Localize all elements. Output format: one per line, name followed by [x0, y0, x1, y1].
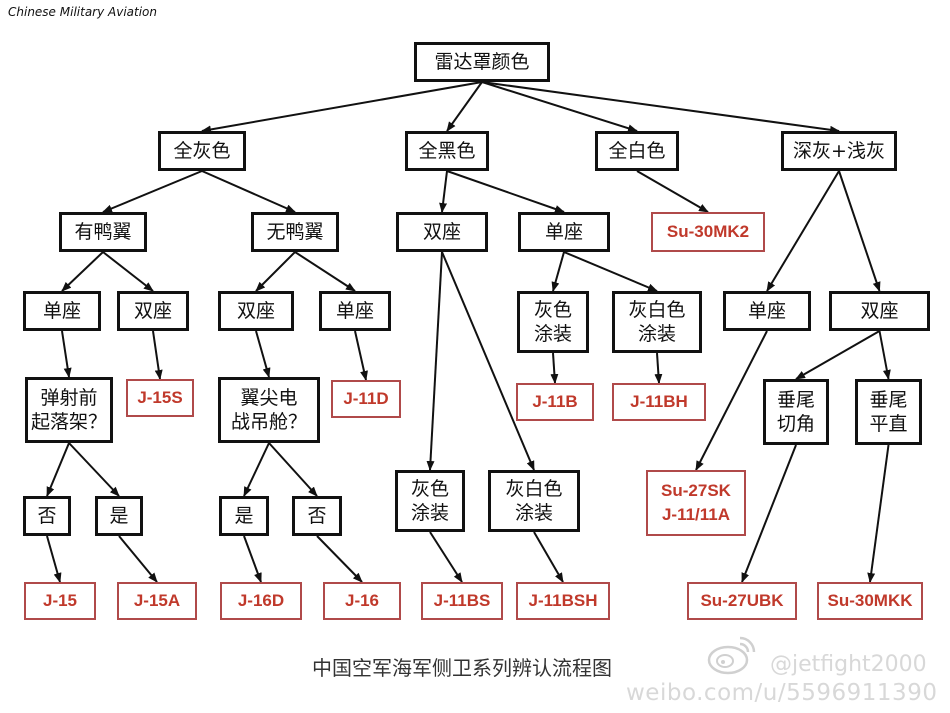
answer-su-30mkk: Su-30MKK	[817, 582, 923, 620]
node-dlg-double-seat: 双座	[829, 291, 930, 331]
answer-j-16: J-16	[323, 582, 401, 620]
connector-arrow-black_double-to-graywhite_paint_bsh	[441, 251, 535, 471]
node-all-white: 全白色	[595, 131, 679, 171]
connector-arrow-yes_1-to-j15a	[118, 535, 158, 583]
node-dlg-single-seat: 单座	[723, 291, 811, 331]
connector-arrow-all_gray-to-no_canard	[201, 170, 296, 213]
connector-arrow-root-to-all_black	[446, 81, 483, 132]
connector-arrow-no_2-to-j16	[316, 535, 363, 583]
connector-arrow-black_single-to-graywhite_paint_bh	[563, 251, 658, 292]
connector-arrow-dlg_double-to-tail_cut	[795, 330, 880, 380]
connector-arrow-no_canard-to-nocanard_single	[294, 251, 356, 292]
header-title: Chinese Military Aviation	[8, 5, 158, 19]
connector-arrow-with_canard-to-canard_single	[61, 251, 104, 292]
node-tail-flat: 垂尾 平直	[855, 379, 922, 445]
node-canard-single-seat: 单座	[23, 291, 101, 331]
node-answer-no: 否	[23, 496, 71, 536]
answer-su-27sk-j-11: Su-27SK J-11/11A	[646, 470, 746, 536]
connector-arrow-gray_paint_b-to-j11b	[550, 352, 559, 384]
watermark-handle: @jetfight2000	[770, 652, 927, 677]
connector-arrow-tail_cut-to-su27ubk	[741, 444, 797, 583]
connector-arrow-nocanard_double-to-wingtip_pod	[255, 330, 271, 378]
node-gray-white-paint: 灰白色 涂装	[612, 291, 702, 353]
node-ejection-gear-question: 弹射前 起落架？	[25, 377, 113, 443]
answer-su-27ubk: Su-27UBK	[687, 582, 797, 620]
connector-arrow-black_double-to-gray_paint_bs	[426, 251, 443, 471]
node-black-single-seat: 单座	[518, 212, 610, 252]
connector-arrow-graywhite_paint_bsh-to-j11bsh	[533, 531, 564, 583]
node-with-canard: 有鸭翼	[59, 212, 147, 252]
answer-j-11b: J-11B	[516, 383, 594, 421]
answer-j-15a: J-15A	[117, 582, 197, 620]
connector-arrow-wingtip_pod-to-yes_2	[243, 442, 270, 497]
connector-arrow-dlg_double-to-tail_flat	[878, 330, 891, 380]
connector-arrow-canard_double-to-j15s	[152, 330, 163, 380]
answer-j-11bh: J-11BH	[612, 383, 706, 421]
weibo-logo-icon	[707, 636, 756, 675]
connector-arrow-tail_flat-to-su30mkk	[867, 444, 890, 583]
connector-arrow-all_black-to-black_single	[446, 170, 565, 213]
connector-arrow-root-to-all_gray	[201, 81, 483, 134]
answer-j-11d: J-11D	[331, 380, 401, 418]
answer-j-11bsh: J-11BSH	[516, 582, 610, 620]
node-wingtip-ew-pod-question: 翼尖电 战吊舱？	[218, 377, 320, 443]
node-canard-double-seat: 双座	[117, 291, 189, 331]
connector-arrow-root-to-all_white	[481, 81, 638, 133]
node-black-double-seat: 双座	[396, 212, 488, 252]
node-answer-yes: 是	[95, 496, 143, 536]
watermark-url: weibo.com/u/5596911390	[626, 680, 938, 706]
connector-arrow-root-to-dark_light_gray	[481, 81, 840, 134]
connector-arrow-wingtip_pod-to-no_2	[268, 442, 318, 497]
connector-arrow-yes_2-to-j16d	[243, 535, 262, 583]
node-gray-paint-double: 灰色 涂装	[395, 470, 465, 532]
node-all-black: 全黑色	[405, 131, 489, 171]
node-all-gray: 全灰色	[158, 131, 246, 171]
answer-j-15: J-15	[24, 582, 96, 620]
connector-arrow-canard_single-to-ejection	[61, 330, 72, 378]
node-tail-cut: 垂尾 切角	[763, 379, 829, 445]
answer-j-15s: J-15S	[126, 379, 194, 417]
root-node-radome-color: 雷达罩颜色	[414, 42, 550, 82]
answer-su-30mk2: Su-30MK2	[651, 212, 765, 252]
node-nocanard-single-seat: 单座	[319, 291, 391, 331]
connector-arrow-black_single-to-gray_paint_b	[551, 251, 565, 292]
connector-arrow-no_1-to-j15	[46, 535, 62, 583]
connector-arrow-ejection-to-yes_1	[68, 442, 120, 497]
connector-arrow-graywhite_paint_bh-to-j11bh	[654, 352, 663, 384]
connector-arrow-no_canard-to-nocanard_double	[255, 251, 296, 292]
connector-arrow-gray_paint_bs-to-j11bs	[429, 531, 463, 583]
connector-arrow-ejection-to-no_1	[46, 442, 70, 497]
node-answer-yes: 是	[219, 496, 269, 536]
answer-j-16d: J-16D	[220, 582, 302, 620]
node-no-canard: 无鸭翼	[251, 212, 339, 252]
node-gray-paint: 灰色 涂装	[517, 291, 589, 353]
node-nocanard-double-seat: 双座	[218, 291, 294, 331]
connector-arrow-nocanard_single-to-j11d	[354, 330, 368, 381]
connector-arrow-all_black-to-black_double	[439, 170, 448, 213]
answer-j-11bs: J-11BS	[421, 582, 503, 620]
connector-arrow-all_white-to-su30mk2	[636, 170, 709, 213]
connector-arrow-dark_light_gray-to-dlg_single	[766, 170, 840, 292]
connector-arrow-all_gray-to-with_canard	[102, 170, 203, 213]
connector-arrow-dlg_single-to-su27sk	[695, 330, 768, 471]
node-gray-white-paint-double: 灰白色 涂装	[488, 470, 580, 532]
connector-arrow-with_canard-to-canard_double	[102, 251, 154, 292]
node-answer-no: 否	[292, 496, 342, 536]
node-dark-light-gray: 深灰+浅灰	[781, 131, 897, 171]
diagram-caption: 中国空军海军侧卫系列辨认流程图	[312, 656, 612, 680]
connector-arrow-dark_light_gray-to-dlg_double	[838, 170, 881, 292]
